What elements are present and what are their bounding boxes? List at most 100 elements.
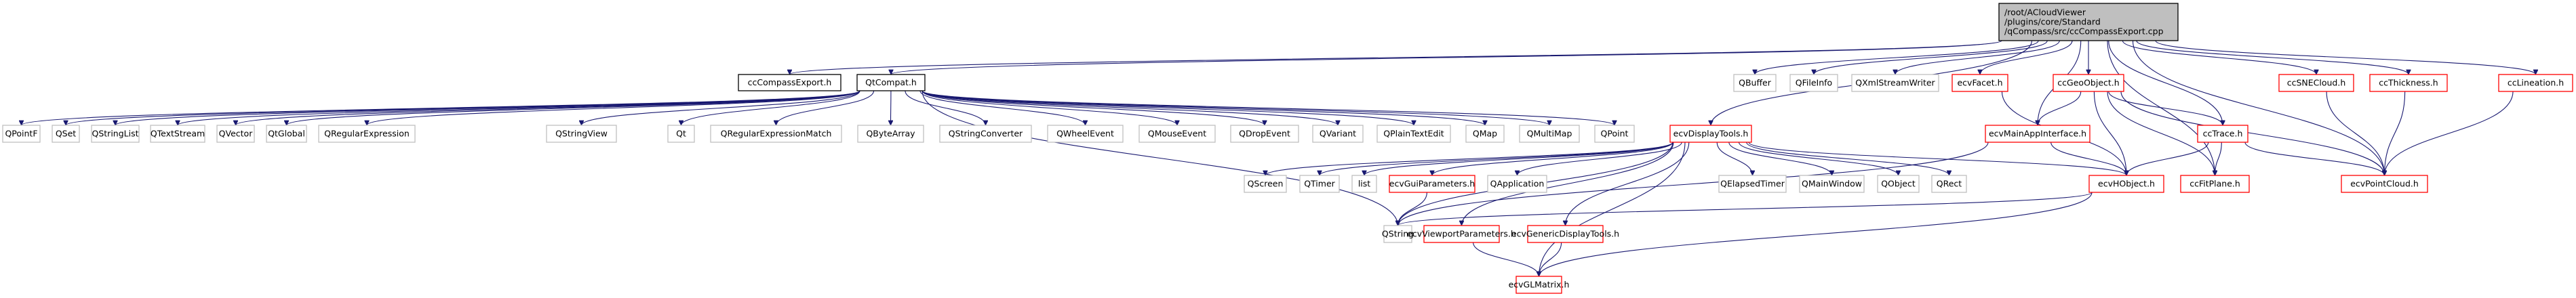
node-label: ccThickness.h: [2379, 78, 2438, 88]
graph-node-qt: Qt: [667, 125, 695, 143]
node-box: [1351, 175, 1377, 193]
edge-cc-geo-object-h-to-ecv-point-cloud-h: [2120, 91, 2385, 175]
nodes-layer: /root/ACloudViewer/plugins/core/Standard…: [2, 3, 2573, 294]
edge-ecv-display-tools-h-to-qmain-window: [1728, 142, 1832, 175]
edge-qt-compat-h-to-qvector: [236, 90, 860, 125]
node-label: QBuffer: [1739, 78, 1772, 88]
node-label: ecvHObject.h: [2098, 179, 2155, 189]
graph-node-qregular-expression-match: QRegularExpressionMatch: [710, 125, 842, 143]
node-box: [1789, 74, 1838, 92]
node-label: QVariant: [1320, 129, 1356, 139]
edge-qt-compat-h-to-qstring-view: [582, 90, 860, 125]
edge-ecv-main-app-interface-h-to-qstring: [1398, 142, 1989, 226]
node-label: QStringConverter: [949, 129, 1023, 139]
graph-node-cc-geo-object-h[interactable]: ccGeoObject.h: [2053, 74, 2124, 92]
node-box: [546, 125, 617, 143]
edge-ecv-display-tools-h-to-ecv-generic-display-tools-h: [1566, 142, 1690, 226]
graph-node-cc-compass-export-h[interactable]: ccCompassExport.h: [738, 74, 841, 91]
node-label: QPointF: [5, 129, 37, 139]
node-box: [939, 125, 1032, 143]
node-label: QMainWindow: [1802, 179, 1862, 189]
graph-node-ecv-viewport-parameters-h[interactable]: ecvViewportParameters.h: [1407, 225, 1516, 243]
node-label: ccCompassExport.h: [748, 77, 832, 87]
graph-node-ecv-glmatrix-h[interactable]: ecvGLMatrix.h: [1509, 276, 1570, 294]
graph-node-qpoint: QPoint: [1594, 125, 1635, 143]
graph-node-qt-compat-h[interactable]: QtCompat.h: [856, 74, 926, 91]
graph-node-qmulti-map: QMultiMap: [1519, 125, 1580, 143]
graph-node-qelapsed-timer: QElapsedTimer: [1718, 175, 1787, 193]
edge-root-to-ecv-facet-h: [1980, 40, 2073, 74]
node-box: [1998, 3, 2179, 41]
node-box: [1877, 175, 1920, 193]
node-box: [216, 125, 255, 143]
graph-node-qset: QSet: [52, 125, 80, 143]
edge-cc-trace-h-to-ecv-hobject-h: [2126, 142, 2209, 175]
node-label: ccSNECloud.h: [2287, 78, 2346, 88]
graph-node-qmain-window: QMainWindow: [1799, 175, 1865, 193]
graph-node-cc-trace-h[interactable]: ccTrace.h: [2197, 125, 2248, 143]
graph-node-cc-snecloud-h[interactable]: ccSNECloud.h: [2278, 74, 2354, 92]
node-box: [2278, 74, 2354, 92]
edge-ecv-display-tools-h-to-qelapsed-timer: [1716, 142, 1752, 175]
node-label: ccGeoObject.h: [2057, 78, 2119, 88]
graph-node-qtimer: QTimer: [1299, 175, 1340, 193]
node-label: QVector: [219, 129, 254, 139]
graph-node-cc-lineation-h[interactable]: ccLineation.h: [2498, 74, 2573, 92]
node-label: QSet: [56, 129, 76, 139]
node-box: [738, 74, 841, 91]
node-box: [1230, 125, 1299, 143]
node-box: [1931, 175, 1967, 193]
graph-node-qregular-expression: QRegularExpression: [318, 125, 416, 143]
node-box: [1851, 74, 1939, 92]
node-label: QTimer: [1304, 179, 1335, 189]
edge-root-to-qbuffer: [1755, 40, 2039, 74]
graph-node-qplain-text-edit: QPlainTextEdit: [1376, 125, 1451, 143]
node-box: [857, 125, 924, 143]
edge-ecv-display-tools-h-to-list: [1364, 142, 1673, 175]
node-box: [52, 125, 80, 143]
edge-qt-compat-h-to-qregular-expression-match: [776, 90, 875, 125]
edge-ecv-viewport-parameters-h-to-ecv-glmatrix-h: [1473, 242, 1539, 276]
edge-qt-compat-h-to-qmulti-map: [922, 90, 1549, 125]
edge-cc-snecloud-h-to-ecv-point-cloud-h: [2326, 91, 2384, 175]
graph-node-root[interactable]: /root/ACloudViewer/plugins/core/Standard…: [1998, 3, 2179, 41]
node-label: ecvViewportParameters.h: [1407, 229, 1516, 239]
graph-node-cc-thickness-h[interactable]: ccThickness.h: [2369, 74, 2448, 92]
node-label: QFileInfo: [1796, 78, 1832, 88]
edge-qt-compat-h-to-qstring-converter: [905, 90, 986, 125]
graph-node-ecv-gui-parameters-h[interactable]: ecvGuiParameters.h: [1389, 175, 1475, 193]
node-box: [1515, 276, 1562, 294]
node-label: QRect: [1937, 179, 1962, 189]
node-label: QString: [1382, 229, 1414, 239]
node-label: QScreen: [1248, 179, 1284, 189]
node-box: [2341, 175, 2428, 193]
graph-node-qobject: QObject: [1877, 175, 1920, 193]
edge-qt-compat-h-to-qregular-expression: [367, 90, 860, 125]
graph-node-ecv-generic-display-tools-h[interactable]: ecvGenericDisplayTools.h: [1511, 225, 1619, 243]
graph-node-ecv-display-tools-h[interactable]: ecvDisplayTools.h: [1669, 125, 1752, 143]
graph-node-ecv-hobject-h[interactable]: ecvHObject.h: [2088, 175, 2164, 193]
edge-ecv-hobject-h-to-qstring: [1398, 192, 2093, 226]
node-box: [1669, 125, 1752, 143]
graph-node-ecv-main-app-interface-h[interactable]: ecvMainAppInterface.h: [1985, 125, 2090, 143]
graph-node-ecv-facet-h[interactable]: ecvFacet.h: [1951, 74, 2008, 92]
edge-qt-compat-h-to-qpoint-f: [22, 90, 860, 125]
node-label: /qCompass/src/ccCompassExport.cpp: [2004, 26, 2164, 37]
graph-node-qbuffer: QBuffer: [1733, 74, 1777, 92]
graph-node-qtext-stream: QTextStream: [150, 125, 205, 143]
graph-node-qstring-converter: QStringConverter: [939, 125, 1032, 143]
node-label: QObject: [1881, 179, 1916, 189]
node-box: [2180, 175, 2250, 193]
graph-node-qbyte-array: QByteArray: [857, 125, 924, 143]
graph-node-qt-global: QtGlobal: [266, 125, 307, 143]
node-label: QDropEvent: [1239, 129, 1290, 139]
node-label: ecvGenericDisplayTools.h: [1511, 229, 1619, 239]
node-box: [266, 125, 307, 143]
node-label: QMap: [1473, 129, 1497, 139]
node-label: QStringList: [92, 129, 139, 139]
node-box: [2197, 125, 2248, 143]
graph-node-cc-fit-plane-h[interactable]: ccFitPlane.h: [2180, 175, 2250, 193]
graph-node-ecv-point-cloud-h[interactable]: ecvPointCloud.h: [2341, 175, 2428, 193]
edge-ecv-display-tools-h-to-qscreen: [1265, 142, 1673, 175]
edge-root-to-ecv-point-cloud-h: [2132, 40, 2384, 175]
